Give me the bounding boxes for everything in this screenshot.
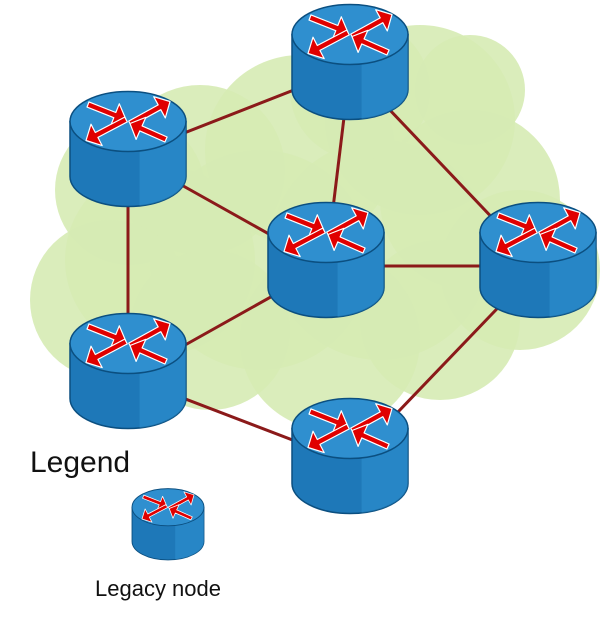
cloud-blob — [415, 35, 525, 145]
router-lower-left — [69, 312, 187, 430]
router-arrows-icon — [495, 207, 581, 258]
router-top — [291, 3, 409, 121]
router-arrows-icon — [141, 491, 195, 523]
router-center — [267, 201, 385, 319]
router-arrows-icon — [307, 9, 393, 60]
router-right — [479, 201, 597, 319]
router-arrows-icon — [85, 318, 171, 369]
legend-router-icon — [131, 488, 205, 561]
router-arrows-icon — [283, 207, 369, 258]
router-arrows-icon — [85, 96, 171, 147]
router-bottom — [291, 397, 409, 515]
router-arrows-icon — [307, 403, 393, 454]
legend-title: Legend — [30, 446, 131, 479]
legend-legacy-node-icon — [131, 488, 205, 561]
legend-item-label: Legacy node — [95, 576, 221, 601]
network-nodes — [69, 3, 597, 515]
router-upper-left — [69, 90, 187, 208]
